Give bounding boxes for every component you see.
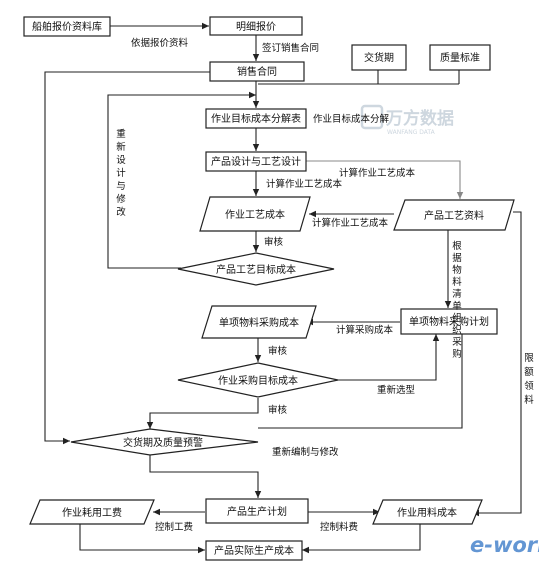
node-ship-db: 船舶报价资料库 bbox=[23, 16, 111, 37]
label-limit-pick: 限额领料 bbox=[524, 353, 534, 406]
label-review-a: 审核 bbox=[264, 236, 284, 248]
label-control-labor: 控制工费 bbox=[155, 521, 193, 533]
node-actual-cost: 产品实际生产成本 bbox=[205, 540, 303, 561]
node-quality-label: 质量标准 bbox=[440, 52, 480, 64]
label-redesign: 重新设计与修改 bbox=[116, 128, 126, 218]
node-op-target-table: 作业目标成本分解表 bbox=[205, 108, 307, 129]
label-sign-contract: 签订销售合同 bbox=[262, 42, 319, 54]
node-labor-cost: 作业耗用工费 bbox=[29, 499, 155, 525]
label-control-material: 控制料费 bbox=[320, 521, 358, 533]
node-actual-cost-label: 产品实际生产成本 bbox=[214, 544, 294, 557]
node-single-purchase-cost: 单项物料采购成本 bbox=[201, 305, 317, 339]
edge-limit-pick bbox=[472, 211, 522, 517]
node-delivery-quality-warn: 交货期及质量预警 bbox=[70, 428, 259, 456]
node-op-target-table-label: 作业目标成本分解表 bbox=[211, 112, 301, 125]
label-calc-process-cost-a: 计算作业工艺成本 bbox=[266, 178, 343, 190]
eworks-logo-text: e-works bbox=[470, 533, 539, 557]
node-prod-plan-label: 产品生产计划 bbox=[227, 505, 287, 518]
label-calc-purchase-cost: 计算采购成本 bbox=[336, 324, 394, 336]
edge-contract-to-warning bbox=[44, 71, 210, 445]
node-process-target-cost: 产品工艺目标成本 bbox=[177, 252, 335, 286]
wanfang-logo-icon bbox=[360, 104, 384, 130]
node-sales-contract-label: 销售合同 bbox=[237, 65, 277, 78]
edge-labor-to-actual bbox=[79, 524, 205, 554]
wanfang-watermark-en: WANFANG DATA bbox=[387, 129, 436, 136]
node-ship-db-label: 船舶报价资料库 bbox=[32, 20, 102, 33]
node-op-process-cost: 作业工艺成本 bbox=[199, 196, 311, 232]
node-single-purchase-plan: 单项物料采购计划 bbox=[400, 308, 498, 335]
label-by-material-list: 根据物料清单组织采购 bbox=[452, 240, 462, 360]
label-calc-process-cost-b: 计算作业工艺成本 bbox=[339, 167, 416, 179]
label-reedit: 重新编制与修改 bbox=[272, 446, 339, 458]
wanfang-watermark-cn: 万方数据 bbox=[385, 108, 454, 129]
edge-purchtarget-to-warning bbox=[146, 398, 259, 429]
node-purchase-target-cost-label: 作业采购目标成本 bbox=[218, 374, 298, 387]
node-labor-cost-label: 作业耗用工费 bbox=[62, 506, 122, 519]
node-sales-contract: 销售合同 bbox=[209, 61, 305, 82]
node-purchase-target-cost: 作业采购目标成本 bbox=[177, 362, 339, 398]
node-design-label: 产品设计与工艺设计 bbox=[211, 155, 301, 168]
node-product-process-data-label: 产品工艺资料 bbox=[424, 209, 484, 222]
node-prod-plan: 产品生产计划 bbox=[205, 498, 309, 524]
node-process-target-cost-label: 产品工艺目标成本 bbox=[216, 263, 296, 276]
label-review-b: 审核 bbox=[268, 345, 288, 357]
edge-material-to-actual bbox=[302, 524, 421, 554]
node-material-cost-label: 作业用料成本 bbox=[397, 506, 457, 519]
edge-redesign-loop bbox=[107, 91, 256, 269]
node-quality: 质量标准 bbox=[429, 44, 491, 71]
eworks-watermark: e-works bbox=[470, 533, 539, 557]
node-design: 产品设计与工艺设计 bbox=[205, 151, 307, 172]
label-review-c: 审核 bbox=[268, 404, 288, 416]
node-delivery-label: 交货期 bbox=[364, 51, 394, 64]
edge-reselect bbox=[337, 334, 440, 381]
label-op-target-decompose: 作业目标成本分解 bbox=[313, 113, 390, 125]
label-calc-process-cost-c: 计算作业工艺成本 bbox=[312, 217, 389, 229]
label-reselect: 重新选型 bbox=[377, 384, 416, 396]
node-detail-quote: 明细报价 bbox=[209, 16, 303, 36]
connectors bbox=[44, 22, 522, 554]
node-delivery: 交货期 bbox=[351, 44, 407, 71]
edge-reedit bbox=[149, 454, 262, 498]
node-op-process-cost-label: 作业工艺成本 bbox=[225, 208, 285, 221]
edge-design-to-procdata bbox=[306, 160, 464, 199]
node-single-purchase-cost-label: 单项物料采购成本 bbox=[219, 316, 299, 329]
node-detail-quote-label: 明细报价 bbox=[236, 20, 276, 33]
edge-plan-to-warning bbox=[258, 334, 463, 429]
node-material-cost: 作业用料成本 bbox=[372, 499, 483, 525]
edge-labels: 依据报价资料 签订销售合同 作业目标成本分解 计算作业工艺成本 计算作业工艺成本… bbox=[116, 37, 534, 533]
node-product-process-data: 产品工艺资料 bbox=[393, 199, 515, 231]
node-single-purchase-plan-label: 单项物料采购计划 bbox=[409, 315, 489, 328]
node-delivery-quality-warn-label: 交货期及质量预警 bbox=[123, 436, 203, 449]
wanfang-watermark: 万方数据 WANFANG DATA bbox=[360, 104, 454, 136]
label-by-quote-data: 依据报价资料 bbox=[131, 37, 189, 49]
